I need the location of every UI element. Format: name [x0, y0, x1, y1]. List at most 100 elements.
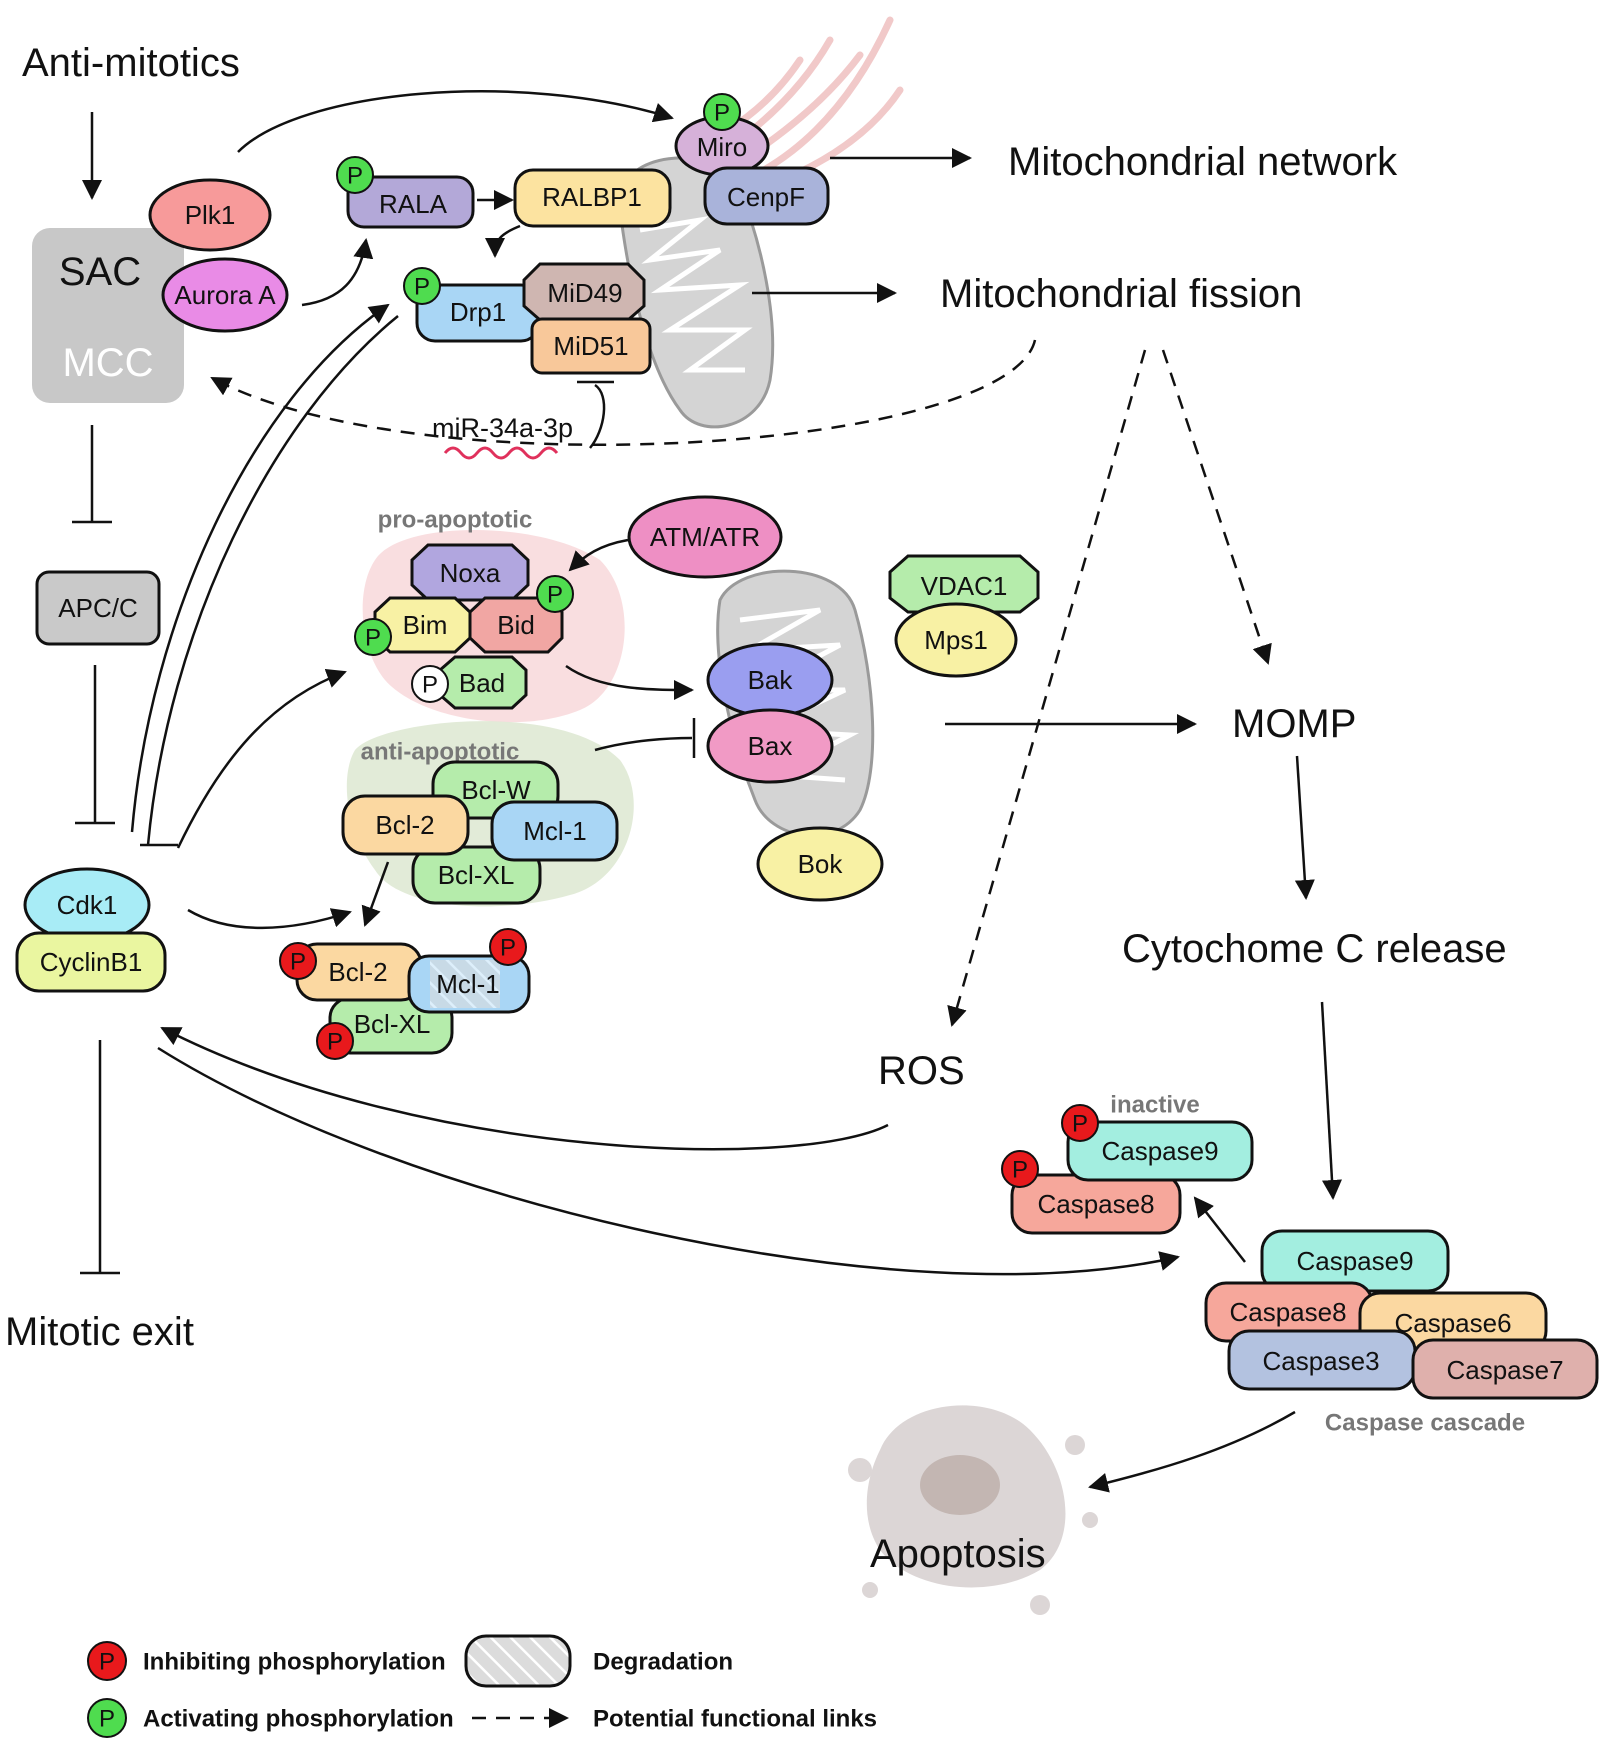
p-bclxl: [316, 1022, 354, 1060]
mito-network-label: Mitochondrial network: [1008, 140, 1398, 184]
legend-activating-p: P: [99, 1706, 115, 1733]
mid51-node: [530, 317, 652, 375]
caspase-cascade-label: Caspase cascade: [1325, 1410, 1525, 1437]
cenpf-label: CenpF: [727, 182, 805, 212]
p-drp1-letter: P: [414, 274, 430, 301]
p-bad-letter: P: [422, 672, 438, 699]
casp7-node: [1411, 1338, 1599, 1400]
apcc-node: [35, 570, 161, 646]
casp8-label: Caspase8: [1229, 1297, 1346, 1327]
vdac1-label: VDAC1: [921, 571, 1008, 601]
bclxl-p-label: Bcl-XL: [354, 1009, 431, 1039]
mps1-node: [894, 602, 1018, 678]
pro-apoptotic-label: pro-apoptotic: [378, 507, 533, 534]
p-bid-letter: P: [547, 582, 563, 609]
aurora-a-node: [161, 257, 289, 333]
p-bid: [536, 575, 574, 613]
atm-atr-node: [627, 495, 783, 579]
casp9-inactive-label: Caspase9: [1101, 1136, 1218, 1166]
p-rala: [336, 156, 374, 194]
apoptotic-cell-decoration: [848, 1405, 1098, 1615]
rala-node: [346, 175, 475, 229]
cdk1-label: Cdk1: [57, 890, 118, 920]
mitotic-exit-label: Mitotic exit: [5, 1310, 194, 1354]
mcl1-node: [490, 800, 619, 862]
legend-inhibiting-icon: [87, 1641, 127, 1681]
miro-label: Miro: [697, 132, 748, 162]
bak-label: Bak: [748, 665, 794, 695]
mid51-label: MiD51: [553, 331, 628, 361]
cyt-c-label: Cytochome C release: [1122, 927, 1507, 971]
bcl2-label: Bcl-2: [375, 810, 434, 840]
mirna-wave: [443, 446, 559, 460]
p-casp9-inactive: [1061, 1104, 1099, 1142]
legend-degradation-text: Degradation: [593, 1649, 733, 1676]
ralbp1-label: RALBP1: [542, 182, 642, 212]
sac-label: SAC: [59, 250, 141, 294]
p-bcl2: [279, 942, 317, 980]
p-miro: [703, 93, 741, 131]
apoptosis-label: Apoptosis: [870, 1532, 1046, 1576]
p-bim-letter: P: [365, 625, 381, 652]
casp7-label: Caspase7: [1446, 1355, 1563, 1385]
p-miro-letter: P: [714, 100, 730, 127]
cyclinb1-node: [15, 931, 167, 993]
casp8-inactive-label: Caspase8: [1037, 1189, 1154, 1219]
bim-label: Bim: [403, 610, 448, 640]
mps1-label: Mps1: [924, 625, 988, 655]
casp9-inactive-node: [1066, 1120, 1254, 1182]
bclxl-node: [411, 845, 542, 905]
sac-mcc-box: [32, 228, 184, 403]
bok-label: Bok: [798, 849, 844, 879]
vdac1-node: [888, 554, 1040, 614]
atm-atr-label: ATM/ATR: [650, 522, 760, 552]
dashed-links: [210, 339, 1272, 1027]
rala-label: RALA: [379, 189, 448, 219]
p-bcl2-letter: P: [290, 949, 306, 976]
aurora-a-label: Aurora A: [174, 280, 276, 310]
p-bim: [354, 618, 392, 656]
connectors: [72, 90, 1342, 1493]
plk1-label: Plk1: [185, 200, 236, 230]
legend-activating-text: Activating phosphorylation: [143, 1706, 454, 1733]
legend-activating-icon: [87, 1698, 127, 1738]
p-casp8-letter: P: [1012, 1157, 1028, 1184]
bok-node: [756, 826, 884, 902]
bcl2-p-label: Bcl-2: [328, 957, 387, 987]
cyclinb1-label: CyclinB1: [40, 947, 143, 977]
drp1-label: Drp1: [450, 297, 506, 327]
p-casp9-letter: P: [1072, 1111, 1088, 1138]
mito-fission-label: Mitochondrial fission: [940, 272, 1302, 316]
ros-label: ROS: [878, 1049, 965, 1093]
casp3-label: Caspase3: [1262, 1346, 1379, 1376]
p-rala-letter: P: [347, 163, 363, 190]
mcc-label: MCC: [62, 341, 153, 385]
plk1-node: [148, 178, 272, 252]
p-mcl1: [489, 928, 527, 966]
p-bad: [411, 665, 449, 703]
phospho-letters: P P P P P P P P P P P: [290, 100, 1088, 1184]
bcl2-node: [341, 794, 470, 856]
inactive-label: inactive: [1110, 1092, 1199, 1119]
bid-label: Bid: [497, 610, 535, 640]
casp9-label: Caspase9: [1296, 1246, 1413, 1276]
mcl1-p-label: Mcl-1: [436, 969, 500, 999]
legend: P Inhibiting phosphorylation P Activatin…: [87, 1634, 877, 1738]
apcc-label: APC/C: [58, 593, 137, 623]
legend-potential-text: Potential functional links: [593, 1706, 877, 1733]
anti-mitotics-label: Anti-mitotics: [22, 41, 240, 85]
casp6-label: Caspase6: [1394, 1308, 1511, 1338]
mcl1-p-hatch: [430, 960, 500, 1008]
phospho-badges: [279, 93, 1099, 1188]
p-bclxl-letter: P: [327, 1029, 343, 1056]
bad-label: Bad: [459, 668, 505, 698]
bclw-label: Bcl-W: [461, 775, 531, 805]
ralbp1-node: [513, 168, 672, 228]
legend-degradation-icon: [464, 1634, 572, 1688]
legend-inhibiting-text: Inhibiting phosphorylation: [143, 1649, 446, 1676]
cenpf-node: [703, 166, 830, 226]
mid49-label: MiD49: [547, 278, 622, 308]
legend-inhibiting-p: P: [99, 1649, 115, 1676]
noxa-label: Noxa: [440, 558, 501, 588]
